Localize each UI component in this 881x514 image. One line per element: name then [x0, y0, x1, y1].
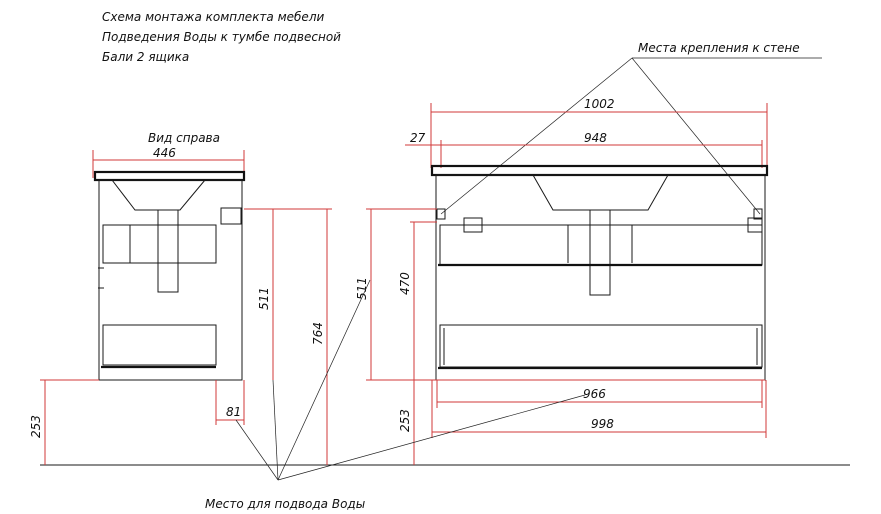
dim-446: 446 [153, 146, 176, 160]
dim-470: 470 [398, 272, 412, 295]
dim-253-side: 253 [29, 415, 43, 438]
front-drain-pipe [589, 209, 611, 296]
side-view: Вид справа 446 511 764 [29, 131, 332, 465]
dim-764: 764 [311, 322, 325, 345]
wall-mount-leader-left [440, 57, 633, 215]
title-line-1: Схема монтажа комплекта мебели [102, 10, 324, 24]
water-supply-leaders [235, 279, 586, 481]
front-lower-drawer [439, 324, 763, 368]
side-lower-drawer [102, 324, 217, 366]
front-sink-bowl [532, 174, 669, 211]
side-wall-bracket [220, 207, 242, 225]
dim-27: 27 [410, 131, 426, 145]
title-line-3: Бали 2 ящика [102, 50, 189, 64]
front-cabinet-body [435, 174, 766, 381]
wall-mount-leader-right [631, 57, 761, 215]
dim-998: 998 [591, 417, 614, 431]
dim-511-side: 511 [257, 287, 271, 310]
front-view: 1002 27 948 511 [355, 97, 769, 465]
dim-81: 81 [226, 405, 241, 419]
title-line-2: Подведения Воды к тумбе подвесной [102, 30, 341, 44]
dim-253-front: 253 [398, 409, 412, 432]
side-upper-drawer [102, 224, 217, 264]
side-view-label: Вид справа [148, 131, 220, 145]
dim-966: 966 [583, 387, 606, 401]
wall-mount-callout: Места крепления к стене [638, 41, 800, 55]
side-cabinet-body [98, 179, 243, 381]
front-wall-bracket-right [753, 208, 763, 220]
dim-948: 948 [584, 131, 607, 145]
side-sink-bowl [111, 179, 206, 211]
water-supply-callout: Место для подвода Воды [205, 497, 365, 511]
front-countertop [430, 164, 769, 177]
dim-511-front: 511 [355, 277, 369, 300]
front-wall-bracket-left [436, 208, 446, 220]
dim-1002: 1002 [584, 97, 615, 111]
front-upper-drawer [439, 224, 763, 266]
side-drain-pipe [157, 209, 179, 293]
side-countertop [93, 170, 246, 182]
